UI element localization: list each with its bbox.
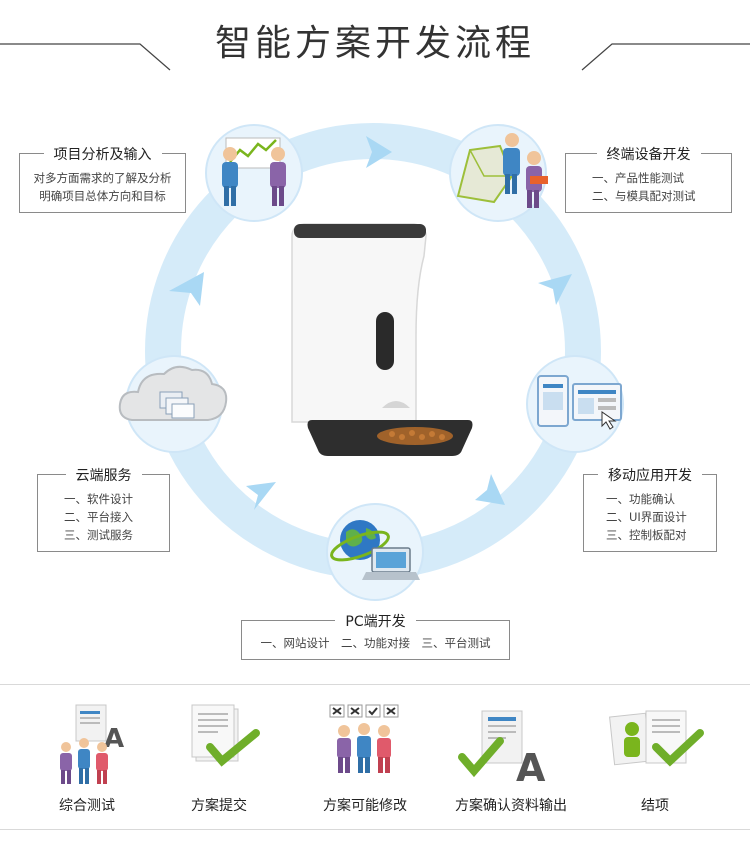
team-document-icon: A — [60, 705, 124, 784]
stage-line: 二、平台接入 — [38, 508, 169, 526]
stage-title: 终端设备开发 — [597, 147, 701, 163]
stage-line: 一、软件设计 — [38, 490, 169, 508]
team-review-icon — [330, 705, 398, 773]
stage-line: 三、控制板配对 — [584, 526, 716, 544]
stage-title: PC端开发 — [335, 614, 415, 630]
stage-title: 项目分析及输入 — [44, 147, 162, 163]
stage-title: 云端服务 — [66, 468, 142, 484]
final-step-label: 方案提交 — [144, 795, 294, 815]
stage-line: 三、测试服务 — [38, 526, 169, 544]
final-step-label: 结项 — [580, 795, 730, 815]
document-check-icon — [192, 705, 256, 761]
svg-text:A: A — [104, 724, 124, 754]
stage-line: 一、功能确认 — [584, 490, 716, 508]
svg-text:A: A — [516, 746, 546, 790]
stage-box-analysis: 项目分析及输入 对多方面需求的了解及分析 明确项目总体方向和目标 — [19, 153, 186, 213]
final-steps-band: A A — [0, 684, 750, 830]
stage-line: 对多方面需求的了解及分析 — [20, 169, 185, 187]
process-diagram — [0, 0, 750, 684]
final-step-label: 方案确认资料输出 — [436, 795, 586, 815]
stage-line: 一、产品性能测试 — [566, 169, 731, 187]
stage-title: 移动应用开发 — [598, 468, 702, 484]
pet-feeder-icon — [292, 224, 473, 456]
stage-line: 一、网站设计 二、功能对接 三、平台测试 — [242, 634, 509, 652]
stage-box-terminal: 终端设备开发 一、产品性能测试 二、与模具配对测试 — [565, 153, 732, 213]
final-step-label: 方案可能修改 — [290, 795, 440, 815]
stage-box-mobile: 移动应用开发 一、功能确认 二、UI界面设计 三、控制板配对 — [583, 474, 717, 552]
stage-line: 二、与模具配对测试 — [566, 187, 731, 205]
stage-line: 明确项目总体方向和目标 — [20, 187, 185, 205]
stage-box-pc: PC端开发 一、网站设计 二、功能对接 三、平台测试 — [241, 620, 510, 660]
final-step-label: 综合测试 — [12, 795, 162, 815]
stage-box-cloud: 云端服务 一、软件设计 二、平台接入 三、测试服务 — [37, 474, 170, 552]
stage-line: 二、UI界面设计 — [584, 508, 716, 526]
ring-arrow — [475, 474, 505, 505]
document-output-icon: A — [462, 711, 546, 790]
project-complete-icon — [610, 711, 700, 765]
